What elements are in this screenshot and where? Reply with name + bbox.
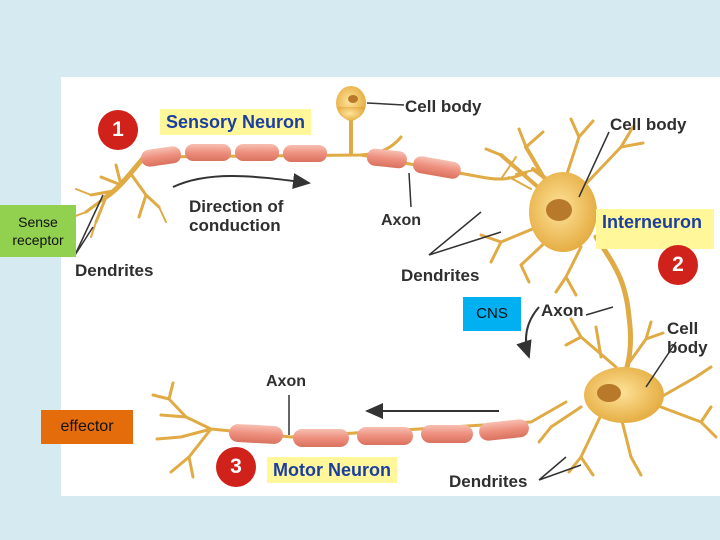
diagram-panel: 1 Sensory Neuron Cell body Axon Dendrite…	[61, 77, 720, 496]
sensory-axon-label: Axon	[381, 212, 421, 229]
motor-neuron	[151, 317, 718, 479]
sense-receptor-box: Sense receptor	[0, 205, 76, 257]
sensory-soma-stalk	[337, 107, 365, 121]
cns-box: CNS	[463, 297, 521, 331]
interneuron-badge: 2	[658, 245, 698, 285]
sensory-cell-body-label: Cell body	[405, 97, 482, 116]
direction-arrow-top	[172, 173, 311, 189]
interneuron-nucleus	[546, 199, 572, 221]
direction-label-line2: conduction	[189, 216, 281, 235]
sensory-dendrites-label: Dendrites	[75, 261, 154, 280]
effector-label: effector	[60, 418, 114, 435]
sensory-neuron-title: Sensory Neuron	[160, 109, 312, 135]
motor-cell-body-label-line1: Cell	[667, 319, 699, 338]
sensory-nucleus	[348, 95, 358, 103]
interneuron-title: Interneuron	[596, 209, 714, 249]
motor-cell-body-label-line2: body	[667, 338, 708, 357]
leader-lines	[74, 102, 677, 481]
effector-box: effector	[41, 410, 133, 444]
sense-receptor-line2: receptor	[12, 232, 64, 248]
interneuron-axon-label: Axon	[541, 301, 584, 320]
motor-dendrites-label: Dendrites	[449, 472, 528, 491]
neuron-illustration	[72, 86, 718, 481]
motor-myelin	[229, 419, 529, 447]
direction-label-line1: Direction of	[189, 197, 284, 216]
interneuron-axon-arrow	[516, 306, 540, 359]
interneuron-dendrites-label: Dendrites	[401, 266, 480, 285]
motor-nucleus	[597, 384, 621, 402]
motor-badge: 3	[216, 447, 256, 487]
motor-axon-label: Axon	[266, 373, 306, 390]
interneuron-cell-body-label: Cell body	[610, 115, 687, 134]
motor-neuron-title: Motor Neuron	[267, 457, 397, 483]
motor-cell-body-shape	[584, 367, 664, 423]
sensory-badge: 1	[98, 110, 138, 150]
cns-label: CNS	[476, 305, 508, 322]
sensory-myelin	[141, 144, 461, 179]
sense-receptor-line1: Sense	[18, 214, 58, 230]
